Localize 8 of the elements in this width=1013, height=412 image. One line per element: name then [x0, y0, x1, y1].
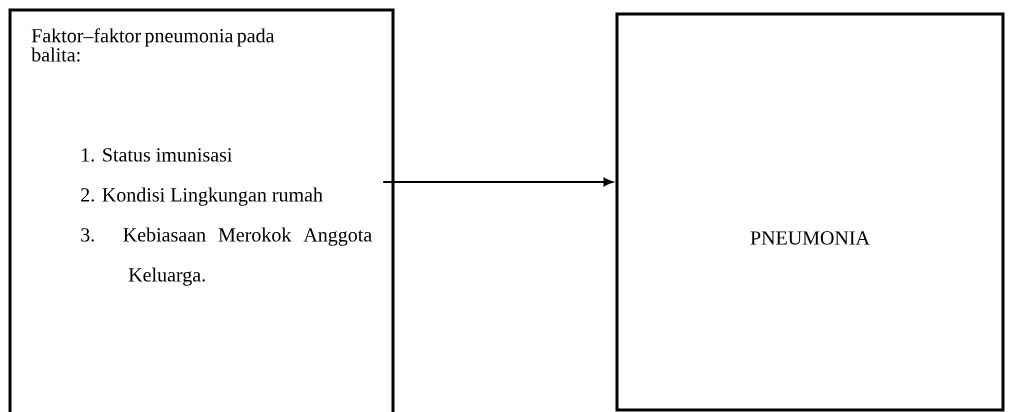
label-text: PNEUMONIA [750, 231, 870, 245]
arrow [382, 177, 613, 187]
factor-box [8, 8, 395, 412]
outcome-box [615, 12, 1005, 412]
list-item: 2. Kondisi Lingkungan rumah [81, 187, 323, 206]
heading: Faktor–faktor pneumonia pada balita: [31, 28, 275, 62]
list-item: 3. Kebiasaan Merokok Anggota Keluarga. [81, 227, 372, 286]
list-item: 1. Status imunisasi [81, 148, 233, 162]
